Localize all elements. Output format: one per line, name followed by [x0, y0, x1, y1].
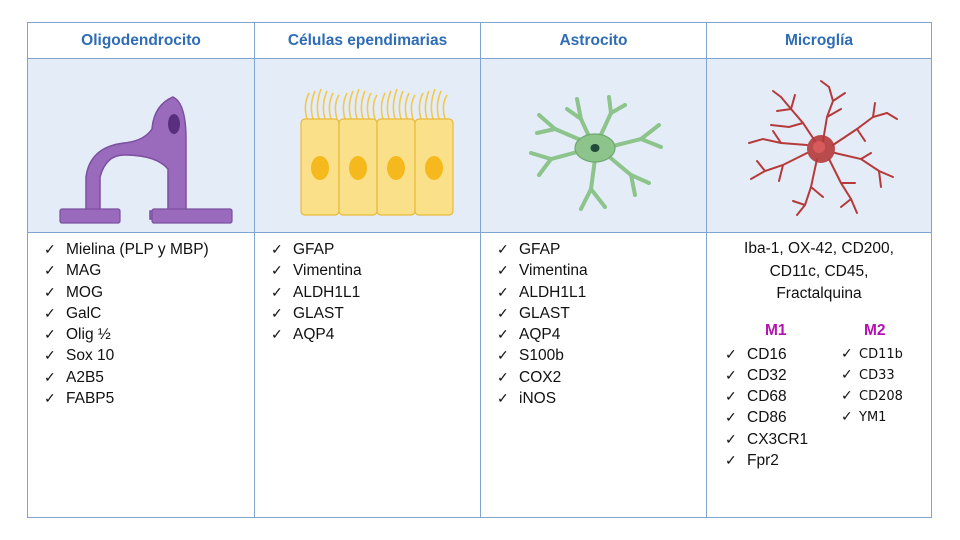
list-item: ✓ALDH1L1: [271, 282, 480, 303]
check-icon: ✓: [271, 283, 283, 300]
check-icon: ✓: [497, 241, 509, 257]
check-icon: ✓: [44, 283, 56, 300]
list-item: ✓iNOS: [497, 388, 706, 409]
list-item: ✓CD16: [725, 344, 808, 365]
column-title: Microglía: [707, 23, 931, 59]
column-oligodendrocyte: Oligodendrocito ✓Mielina (PLP y MBP) ✓MA…: [28, 23, 255, 517]
check-icon: ✓: [497, 283, 509, 300]
ependymal-cells-illustration: [255, 59, 480, 233]
list-item: ✓GalC: [44, 303, 254, 324]
list-item: ✓GLAST: [497, 303, 706, 324]
check-icon: ✓: [725, 409, 737, 426]
list-item: ✓CD68: [725, 386, 808, 407]
check-icon: ✓: [497, 326, 509, 343]
list-item: ✓MOG: [44, 282, 254, 303]
list-item: ✓COX2: [497, 367, 706, 388]
m2-marker-list: ✓CD11b ✓CD33 ✓CD208 ✓YM1: [841, 344, 903, 429]
check-icon: ✓: [271, 304, 283, 321]
check-icon: ✓: [44, 368, 56, 385]
column-ependymal: Células ependimarias: [255, 23, 481, 517]
check-icon: ✓: [725, 345, 737, 362]
list-item: ✓CD32: [725, 365, 808, 386]
check-icon: ✓: [841, 345, 853, 362]
glial-marker-table: Oligodendrocito ✓Mielina (PLP y MBP) ✓MA…: [27, 22, 932, 518]
check-icon: ✓: [44, 304, 56, 321]
list-item: ✓Mielina (PLP y MBP): [44, 239, 254, 260]
list-item: ✓FABP5: [44, 388, 254, 409]
check-icon: ✓: [44, 262, 56, 279]
list-item: ✓Vimentina: [271, 260, 480, 281]
list-item: ✓YM1: [841, 407, 903, 428]
list-item: ✓GLAST: [271, 303, 480, 324]
microglia-illustration: [707, 59, 931, 233]
check-icon: ✓: [841, 366, 853, 383]
m1-marker-list: ✓CD16 ✓CD32 ✓CD68 ✓CD86 ✓CX3CR1 ✓Fpr2: [725, 344, 808, 472]
list-item: ✓MAG: [44, 260, 254, 281]
column-title: Astrocito: [481, 23, 706, 59]
list-item: ✓Olig ½: [44, 324, 254, 345]
list-item: ✓A2B5: [44, 367, 254, 388]
list-item: ✓CD86: [725, 407, 808, 428]
microglia-phenotypes: M1 M2 ✓CD16 ✓CD32 ✓CD68 ✓CD86 ✓CX3CR1 ✓F…: [707, 306, 931, 506]
list-item: ✓GFAP: [497, 239, 706, 260]
oligodendrocyte-marker-list: ✓Mielina (PLP y MBP) ✓MAG ✓MOG ✓GalC ✓Ol…: [28, 233, 254, 409]
list-item: ✓CD11b: [841, 344, 903, 365]
check-icon: ✓: [841, 388, 853, 405]
microglia-general-markers: Iba-1, OX-42, CD200, CD11c, CD45, Fracta…: [744, 240, 894, 302]
check-icon: ✓: [725, 430, 737, 447]
list-item: ✓GFAP: [271, 239, 480, 260]
check-icon: ✓: [271, 326, 283, 343]
list-item: ✓S100b: [497, 345, 706, 366]
column-title: Oligodendrocito: [28, 23, 254, 59]
list-item: ✓CD208: [841, 386, 903, 407]
check-icon: ✓: [725, 388, 737, 405]
check-icon: ✓: [725, 366, 737, 383]
check-icon: ✓: [44, 390, 56, 407]
column-title: Células ependimarias: [255, 23, 480, 59]
check-icon: ✓: [725, 451, 737, 468]
check-icon: ✓: [841, 409, 853, 426]
check-icon: ✓: [497, 262, 509, 279]
check-icon: ✓: [44, 326, 56, 343]
check-icon: ✓: [44, 347, 56, 364]
list-item: ✓AQP4: [497, 324, 706, 345]
check-icon: ✓: [497, 390, 509, 407]
list-item: ✓Fpr2: [725, 450, 808, 471]
list-item: ✓ALDH1L1: [497, 282, 706, 303]
astrocyte-illustration: [481, 59, 706, 233]
astrocyte-marker-list: ✓GFAP ✓Vimentina ✓ALDH1L1 ✓GLAST ✓AQP4 ✓…: [481, 233, 706, 409]
column-astrocyte: Astrocito ✓GFAP ✓Vimentina ✓ALDH1L1: [481, 23, 707, 517]
check-icon: ✓: [44, 241, 56, 257]
check-icon: ✓: [271, 241, 283, 257]
list-item: ✓Sox 10: [44, 345, 254, 366]
check-icon: ✓: [271, 262, 283, 279]
m1-label: M1: [765, 321, 787, 339]
check-icon: ✓: [497, 368, 509, 385]
list-item: ✓CX3CR1: [725, 429, 808, 450]
check-icon: ✓: [497, 347, 509, 364]
m2-label: M2: [864, 321, 886, 339]
oligodendrocyte-illustration: [28, 59, 254, 233]
ependymal-marker-list: ✓GFAP ✓Vimentina ✓ALDH1L1 ✓GLAST ✓AQP4: [255, 233, 480, 345]
list-item: ✓Vimentina: [497, 260, 706, 281]
list-item: ✓AQP4: [271, 324, 480, 345]
list-item: ✓CD33: [841, 365, 903, 386]
column-microglia: Microglía Iba-1, OX-42, CD200, CD11: [707, 23, 931, 517]
check-icon: ✓: [497, 304, 509, 321]
